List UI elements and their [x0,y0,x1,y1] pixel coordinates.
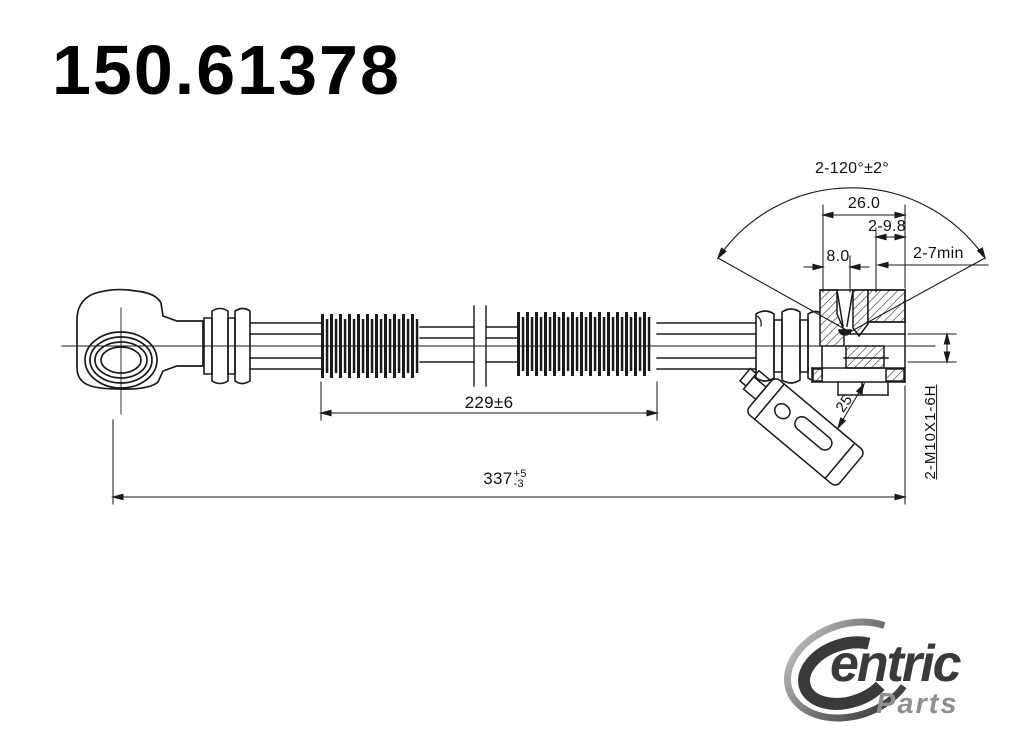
dim-overall-length-label: 337 +5 -3 [483,468,527,490]
dim-thread-depth-label: 2-7min [913,245,964,262]
right-fitting-section [811,289,906,396]
dim-ports-label: 2-9.8 [868,218,906,235]
hose-body [249,322,757,370]
dim-overall-value: 337 [483,469,513,489]
logo-wordmark: entric [830,635,962,693]
banjo-fitting [76,288,204,390]
logo-sub-text: Parts [876,688,959,720]
dimension-lines [112,204,989,505]
dim-overall-plus: +5 [513,468,527,480]
dim-top-width-label: 26.0 [847,195,881,212]
dim-angle-label: 2-120°±2° [814,160,890,177]
corrugated-guard-right [517,312,651,376]
centric-parts-logo: entric Parts [780,608,1024,740]
logo-swoosh [783,618,917,722]
dim-guard-length-label: 229±6 [464,393,514,412]
hose-centerline [61,307,936,415]
mounting-bracket [738,367,864,486]
hose-break-marks [473,305,487,387]
angle-fan [715,187,988,333]
dim-overall-minus: -3 [513,478,524,490]
left-crimp-collar [203,307,251,385]
thread-spec-label: 2-M10X1-6H [922,384,940,480]
part-number: 150.61378 [52,31,401,109]
dim-offset-label: 8.0 [826,248,850,265]
